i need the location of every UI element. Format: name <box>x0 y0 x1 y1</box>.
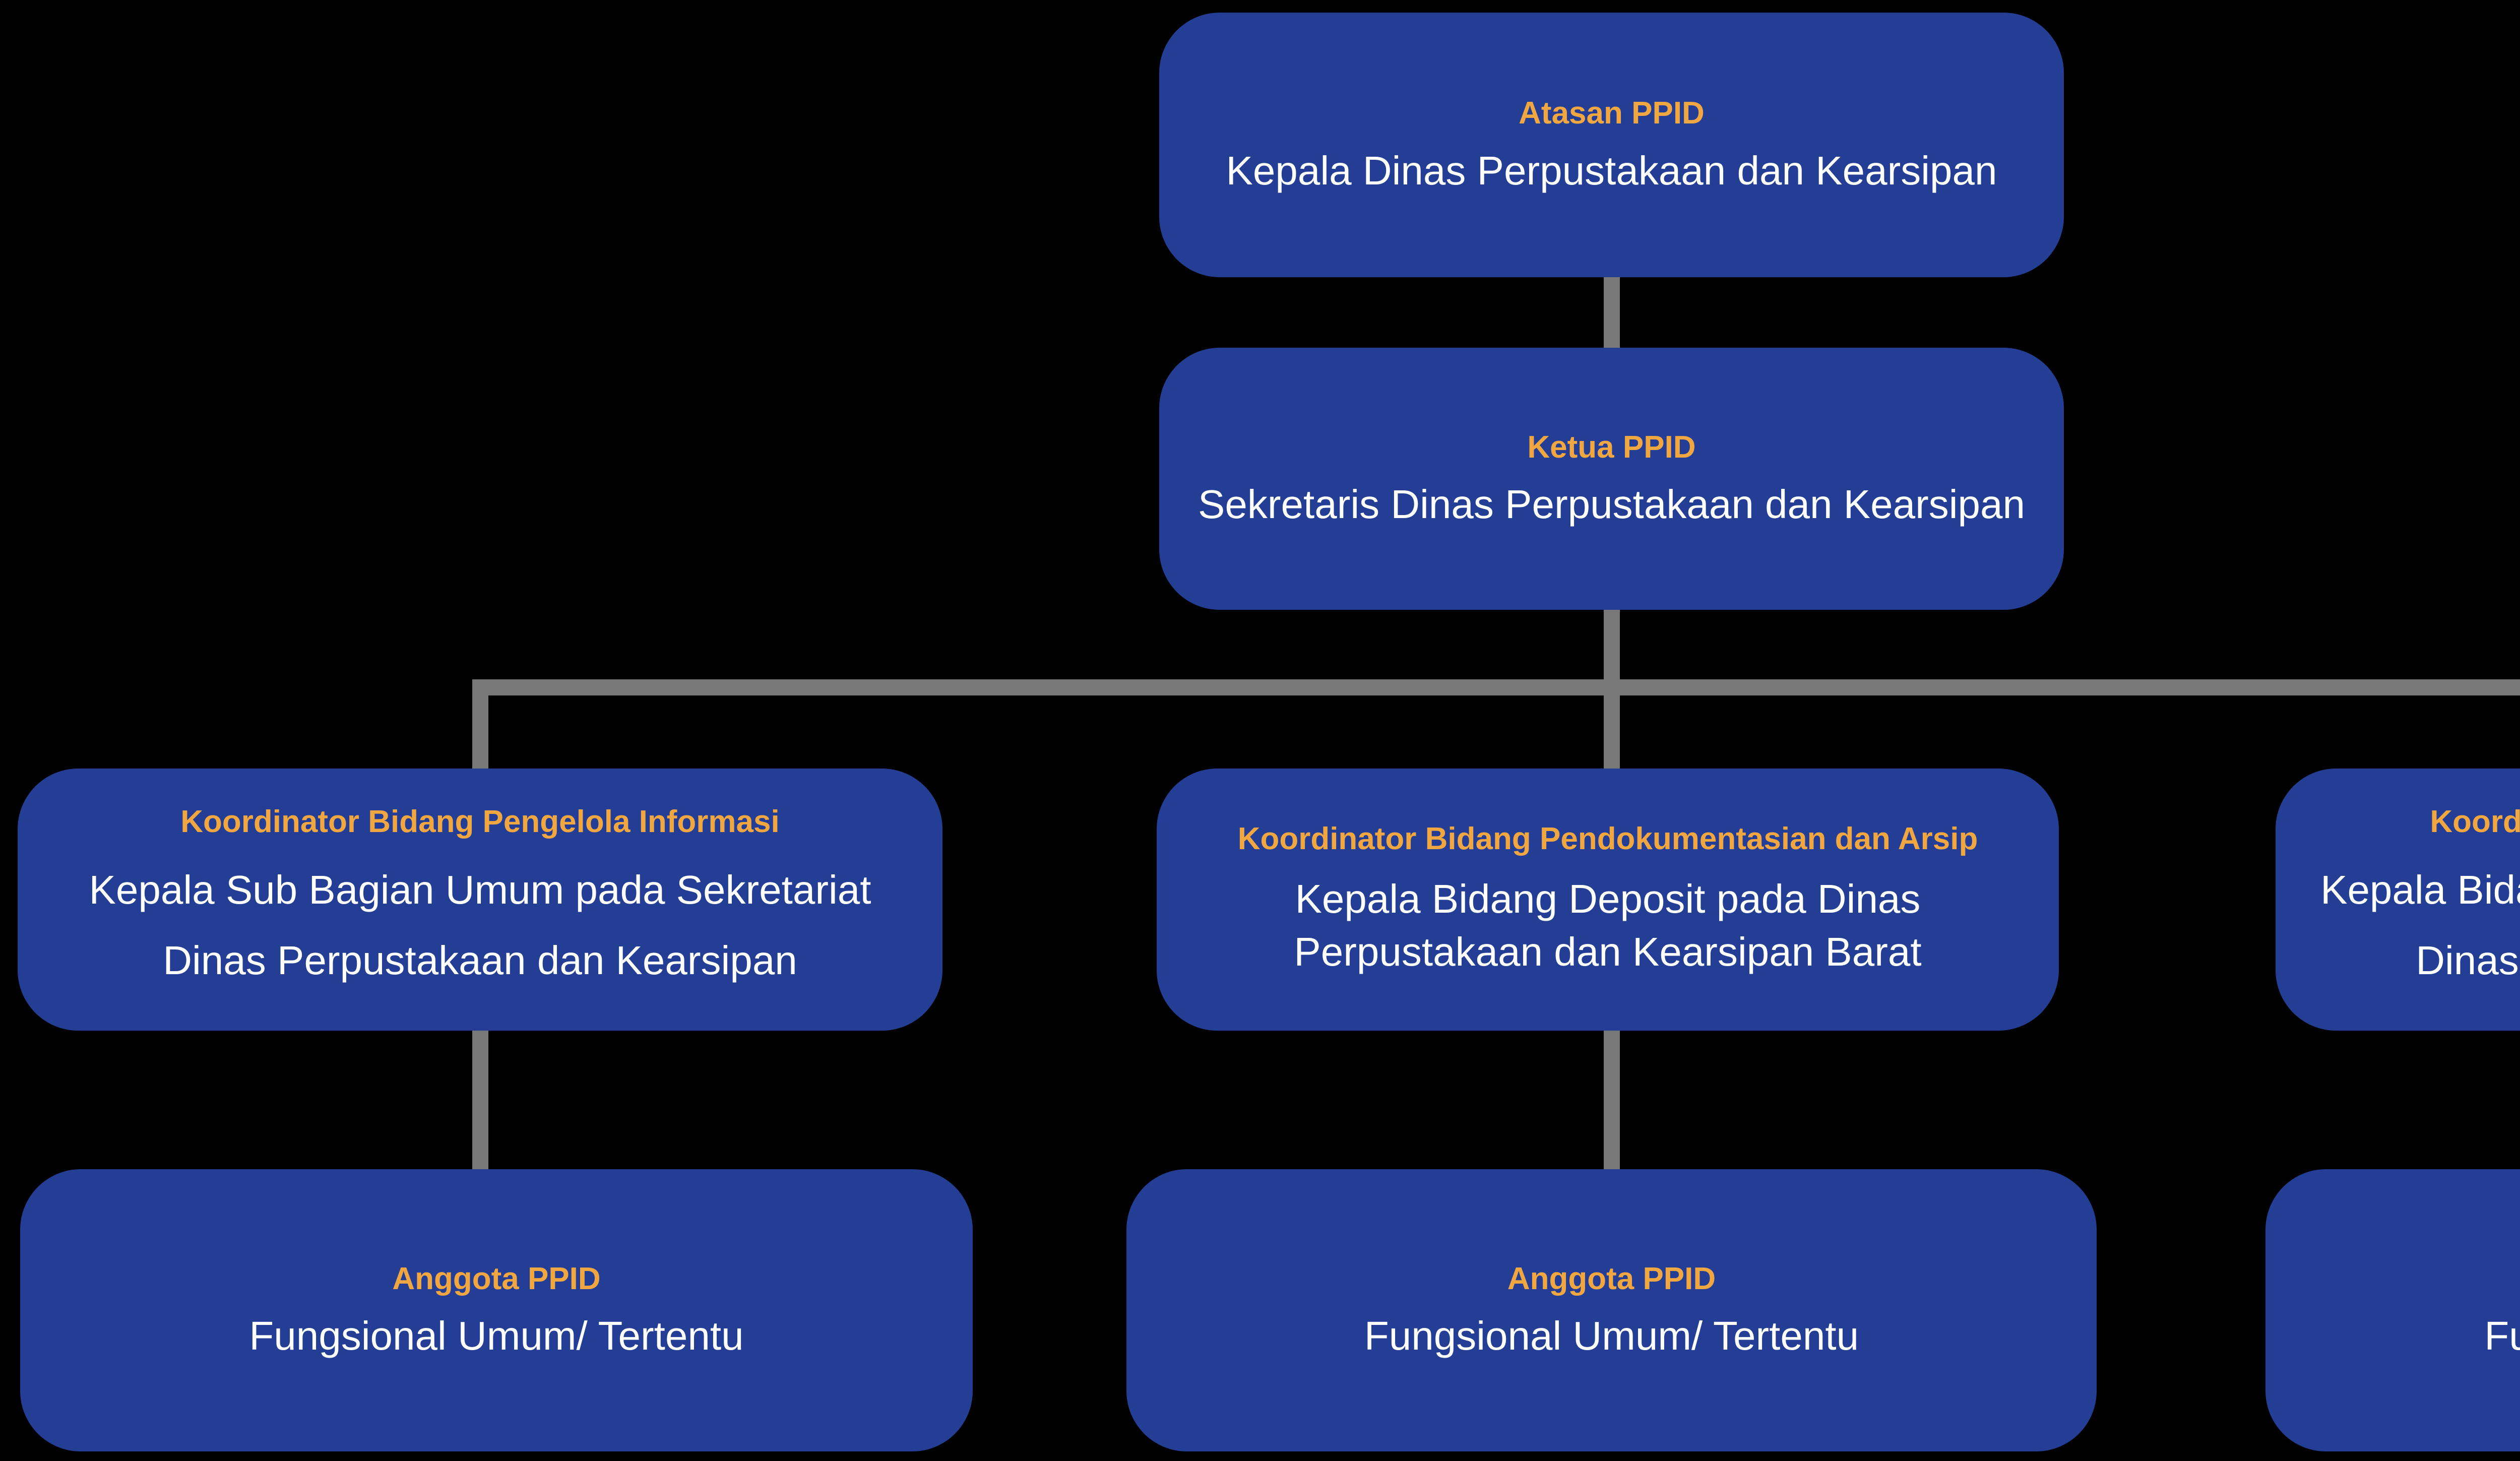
connector-horizontal-bar <box>476 679 2520 695</box>
title-line: Kepala Bidang Deposit pada Dinas <box>1295 876 1921 921</box>
org-node-atasan-ppid: Atasan PPID Kepala Dinas Perpustakaan da… <box>1159 13 2064 277</box>
role-label: Koordinator Bidang Pendokumentasian dan … <box>1237 821 1978 857</box>
position-title: Kepala Bidang Deposit pada Dinas Perpust… <box>1294 872 1921 979</box>
org-node-anggota-ppid-2: Anggota PPID Fungsional Umum/ Tertentu <box>1126 1169 2097 1451</box>
org-node-anggota-ppid-1: Anggota PPID Fungsional Umum/ Tertentu <box>20 1169 973 1451</box>
position-title: Fungsional Umum/ Tertentu <box>2484 1312 2520 1360</box>
org-node-ketua-ppid: Ketua PPID Sekretaris Dinas Perpustakaan… <box>1159 348 2064 610</box>
title-line: Kepala Sub Bagian Umum pada Sekretariat <box>89 867 871 913</box>
role-label: Anggota PPID <box>1507 1261 1716 1296</box>
title-line: Kepala Dinas Perpustakaan dan Kearsipan <box>1226 148 1997 193</box>
position-title: Kepala Bidang Pelayanan Perpustakaan pad… <box>2320 855 2520 996</box>
position-title: Fungsional Umum/ Tertentu <box>249 1312 743 1360</box>
role-label: Anggota PPID <box>392 1261 601 1296</box>
org-node-koordinator-pengelola-informasi: Koordinator Bidang Pengelola Informasi K… <box>18 769 942 1031</box>
org-node-koordinator-pendokumentasian-arsip: Koordinator Bidang Pendokumentasian dan … <box>1157 769 2059 1031</box>
title-line: Kepala Bidang Pelayanan Perpustakaan pad… <box>2320 867 2520 913</box>
role-label: Koordinator Bidang Pelayanan Informasi <box>2430 804 2520 839</box>
position-title: Fungsional Umum/ Tertentu <box>1364 1312 1859 1360</box>
position-title: Kepala Sub Bagian Umum pada Sekretariat … <box>89 855 871 996</box>
org-node-anggota-ppid-3: Anggota PPID Fungsional Umum/ Tertentu <box>2265 1169 2520 1451</box>
title-line: Sekretaris Dinas Perpustakaan dan Kearsi… <box>1198 482 2025 527</box>
position-title: Sekretaris Dinas Perpustakaan dan Kearsi… <box>1198 480 2025 529</box>
title-line: Dinas Perpustakaan dan Kearsipan <box>2416 938 2520 983</box>
title-line: Fungsional Umum/ Tertentu <box>2484 1313 2520 1359</box>
role-label: Koordinator Bidang Pengelola Informasi <box>180 804 780 839</box>
title-line: Dinas Perpustakaan dan Kearsipan <box>163 938 797 983</box>
role-label: Atasan PPID <box>1519 96 1705 131</box>
title-line: Fungsional Umum/ Tertentu <box>1364 1313 1859 1359</box>
org-node-koordinator-pelayanan-informasi: Koordinator Bidang Pelayanan Informasi K… <box>2276 769 2520 1031</box>
title-line: Fungsional Umum/ Tertentu <box>249 1313 744 1359</box>
role-label: Ketua PPID <box>1527 429 1696 465</box>
title-line: Perpustakaan dan Kearsipan Barat <box>1294 929 1922 975</box>
connector-top-vertical <box>1604 272 1620 353</box>
position-title: Kepala Dinas Perpustakaan dan Kearsipan <box>1226 147 1997 195</box>
